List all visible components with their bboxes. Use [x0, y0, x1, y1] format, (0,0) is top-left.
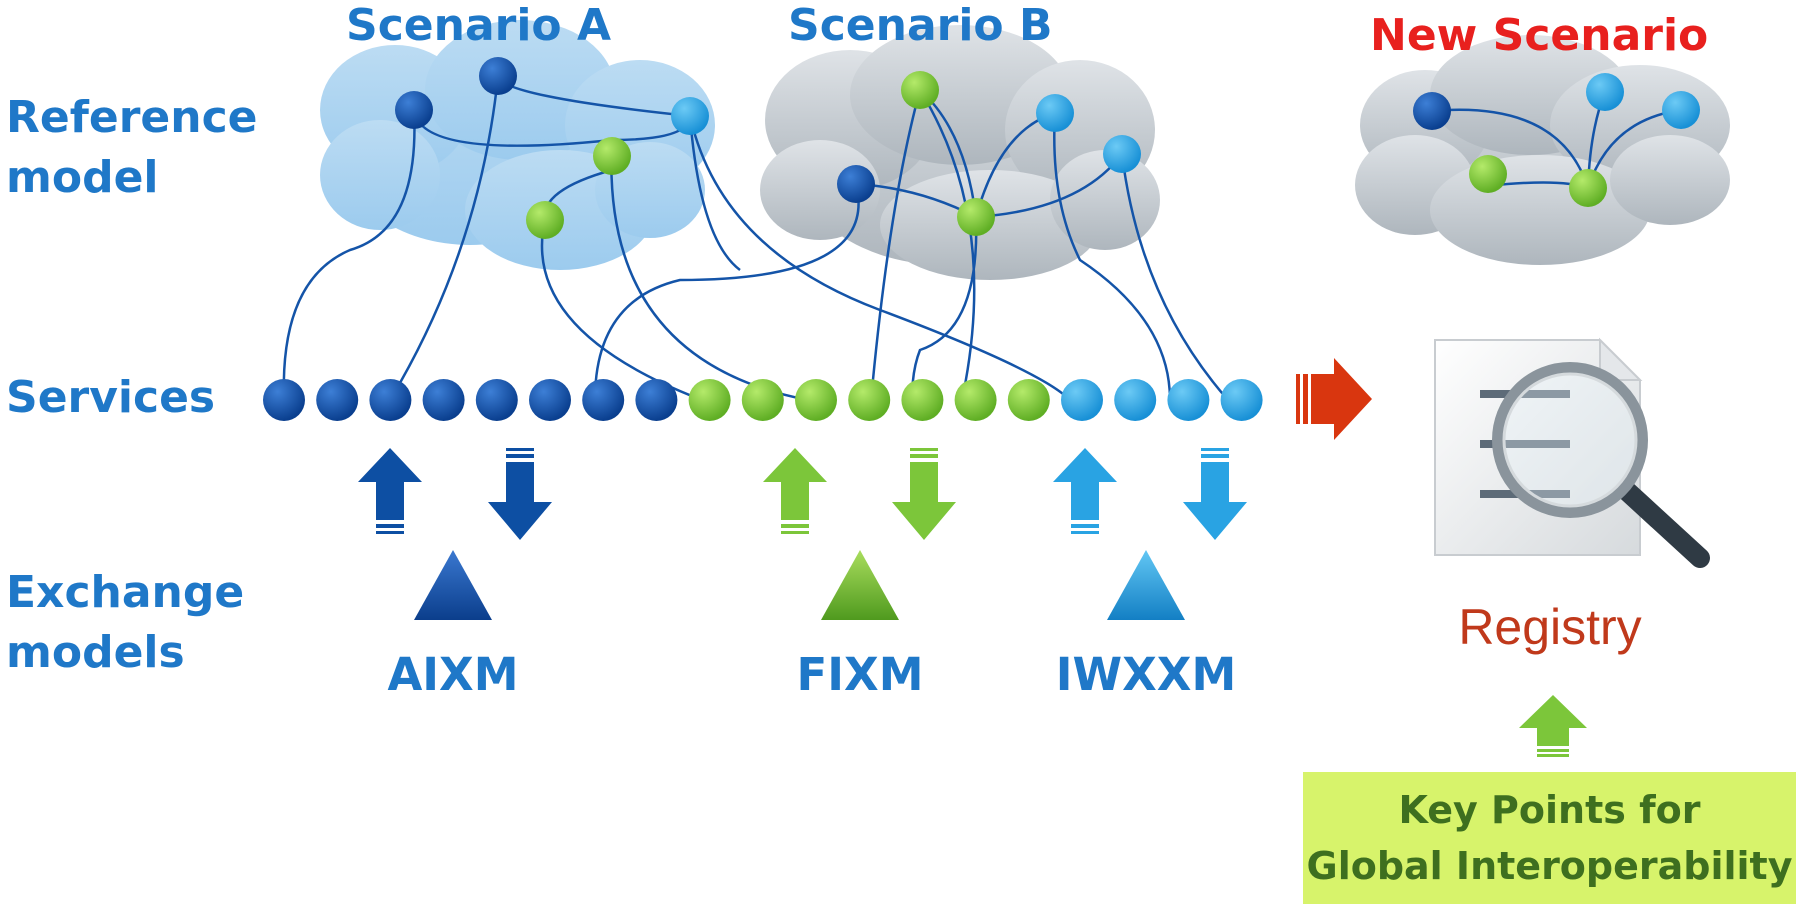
reference-node — [1036, 94, 1074, 132]
service-node-iwxxm — [1114, 379, 1157, 421]
service-node-aixm — [263, 379, 305, 421]
fixm-label: FIXM — [796, 648, 924, 701]
iwxxm-triangle-icon — [1107, 550, 1185, 620]
key-points-box: Key Points for Global Interoperability — [1303, 772, 1796, 904]
aixm-triangle-icon — [414, 550, 492, 620]
reference-model-line-1: Reference — [6, 92, 258, 143]
key-points-line-1: Key Points for — [1398, 788, 1701, 832]
registry-label: Registry — [1458, 599, 1642, 655]
reference-node — [1413, 92, 1451, 130]
service-node-aixm — [582, 379, 625, 421]
reference-node — [1586, 73, 1624, 111]
exchange-models-line-2: models — [6, 627, 185, 678]
iwxxm-down-arrow — [1183, 448, 1247, 540]
service-node-fixm — [954, 379, 997, 421]
reference-node — [1103, 135, 1141, 173]
iwxxm-label: IWXXM — [1055, 648, 1237, 701]
reference-node — [671, 97, 709, 135]
service-node-fixm — [741, 379, 784, 421]
service-node-aixm — [369, 379, 412, 421]
exchange-models-label: Exchange models — [6, 563, 244, 683]
service-node-aixm — [422, 379, 465, 421]
aixm-label: AIXM — [387, 648, 519, 701]
scenario-a-title: Scenario A — [346, 0, 612, 51]
service-node-fixm — [688, 379, 731, 421]
connector-lines — [282, 75, 1682, 402]
arrow-right-icon — [1296, 358, 1372, 440]
service-node-aixm — [316, 379, 359, 421]
document-magnifier-icon — [1434, 337, 1710, 568]
new-scenario-title: New Scenario — [1370, 10, 1709, 61]
reference-model-label: Reference model — [6, 88, 258, 208]
aixm-up-arrow — [358, 448, 422, 534]
service-node-fixm — [848, 379, 891, 421]
services-label: Services — [6, 372, 216, 423]
service-node-iwxxm — [1061, 379, 1103, 421]
reference-node — [593, 137, 631, 175]
fixm-up-arrow — [763, 448, 827, 534]
service-nodes — [263, 379, 1263, 421]
reference-node — [526, 201, 564, 239]
service-node-fixm — [795, 379, 837, 421]
service-node-iwxxm — [1167, 379, 1210, 421]
reference-node — [1662, 91, 1700, 129]
scenario-b-title: Scenario B — [788, 0, 1053, 51]
service-node-aixm — [529, 379, 571, 421]
iwxxm-up-arrow — [1053, 448, 1117, 534]
service-node-fixm — [901, 379, 944, 421]
exchange-arrows — [358, 448, 1247, 540]
key-points-up-arrow — [1519, 695, 1587, 757]
reference-node — [395, 91, 433, 129]
reference-node — [901, 71, 939, 109]
key-points-line-2: Global Interoperability — [1306, 844, 1793, 888]
exchange-models-line-1: Exchange — [6, 567, 245, 618]
reference-model-line-2: model — [6, 152, 159, 203]
reference-node — [1569, 169, 1607, 207]
aixm-down-arrow — [488, 448, 552, 540]
service-node-aixm — [635, 379, 678, 421]
new-scenario-cloud — [1355, 35, 1730, 265]
fixm-down-arrow — [892, 448, 956, 540]
reference-node — [479, 57, 517, 95]
service-node-fixm — [1007, 379, 1050, 421]
reference-node — [837, 165, 875, 203]
reference-nodes — [395, 57, 1700, 239]
fixm-triangle-icon — [821, 550, 899, 620]
reference-node — [957, 198, 995, 236]
service-node-aixm — [475, 379, 518, 421]
service-node-iwxxm — [1220, 379, 1263, 421]
reference-node — [1469, 155, 1507, 193]
